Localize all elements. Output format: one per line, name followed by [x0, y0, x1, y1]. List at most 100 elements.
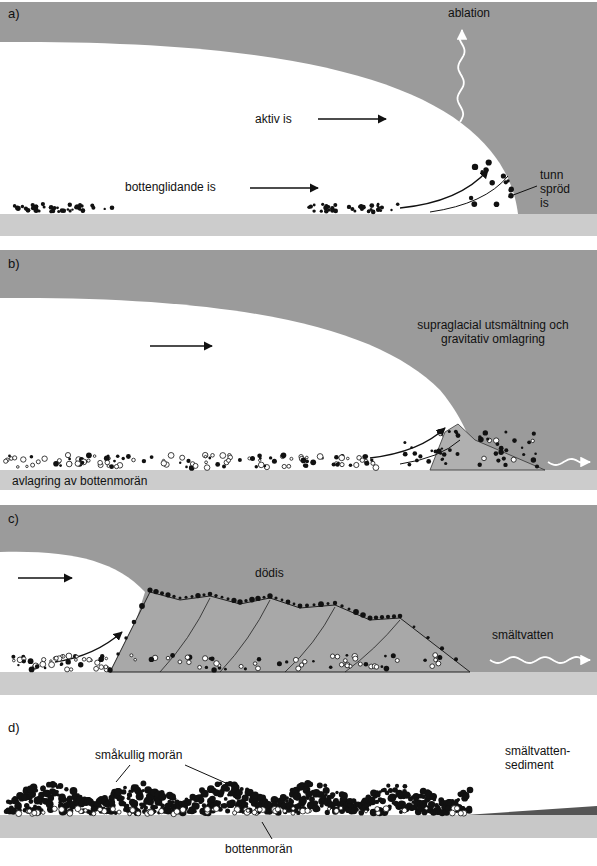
clast-hollow — [75, 659, 78, 662]
debris-dots — [4, 30, 590, 817]
clast-hollow — [383, 806, 389, 812]
clast — [441, 458, 444, 461]
clast — [49, 210, 53, 214]
clast — [502, 457, 506, 461]
clast — [11, 655, 15, 659]
clast — [225, 808, 230, 813]
clast — [398, 614, 403, 619]
clast — [283, 810, 288, 815]
clast — [340, 792, 348, 800]
clast — [501, 173, 506, 178]
clast — [43, 790, 50, 797]
clast — [73, 654, 77, 658]
clast — [31, 206, 35, 210]
clast-hollow — [130, 808, 135, 813]
clast — [250, 456, 255, 461]
clast — [444, 462, 447, 465]
clast-hollow — [330, 654, 334, 658]
clast — [486, 437, 489, 440]
clast-hollow — [291, 807, 295, 811]
clast-hollow — [42, 658, 46, 662]
clast — [255, 465, 258, 468]
clast-hollow — [94, 666, 99, 671]
clast — [78, 206, 81, 209]
clast — [171, 800, 174, 803]
clast-hollow — [17, 466, 20, 469]
shear-plane — [160, 598, 400, 672]
clast-hollow — [339, 455, 345, 461]
clast — [463, 793, 470, 800]
ice-sheet — [0, 42, 518, 214]
clast — [127, 792, 132, 797]
clast — [426, 636, 429, 639]
clast — [214, 594, 217, 597]
clast — [403, 441, 406, 444]
clast — [158, 793, 166, 801]
clast — [315, 807, 320, 812]
clast — [69, 209, 72, 212]
clast — [219, 782, 223, 786]
clast-hollow — [374, 665, 379, 670]
clast — [208, 457, 211, 460]
clast-hollow — [134, 658, 137, 661]
clast-hollow — [347, 457, 350, 460]
clast — [483, 167, 488, 172]
clast — [330, 792, 335, 797]
clast-hollow — [205, 807, 211, 813]
clast — [392, 614, 396, 618]
clast — [301, 458, 307, 464]
clast — [386, 615, 390, 619]
shear-arrow — [55, 632, 122, 662]
clast — [323, 783, 327, 787]
clast-hollow — [252, 810, 257, 815]
clast — [244, 667, 247, 670]
clast — [310, 459, 316, 465]
clast — [81, 461, 85, 465]
clast — [31, 793, 35, 797]
clast — [139, 603, 145, 609]
clast — [244, 599, 247, 602]
clast — [346, 654, 349, 657]
clast — [42, 786, 45, 789]
clast — [304, 464, 309, 469]
clast — [329, 666, 333, 670]
clast — [81, 208, 85, 212]
clast — [408, 463, 412, 467]
clast — [185, 596, 188, 599]
clast — [317, 782, 323, 788]
clast — [179, 597, 182, 600]
clast — [57, 783, 63, 789]
clast — [203, 806, 210, 813]
clast — [305, 603, 309, 607]
clast — [124, 636, 127, 639]
clast — [471, 201, 477, 207]
clast — [16, 801, 19, 804]
clast — [191, 595, 194, 598]
panel-letter: b) — [8, 256, 20, 271]
panel-background — [0, 250, 597, 490]
clast-hollow — [395, 659, 399, 663]
clast — [367, 210, 371, 214]
clast — [281, 599, 284, 602]
clast — [410, 446, 413, 449]
clast — [467, 787, 474, 794]
clast — [68, 203, 72, 207]
clast — [66, 659, 71, 664]
clast — [165, 592, 170, 597]
clast — [289, 798, 292, 801]
clast — [323, 787, 330, 794]
clast — [195, 593, 200, 598]
clast — [272, 459, 277, 464]
clast-hollow — [214, 661, 219, 666]
clast-hollow — [180, 807, 186, 813]
clast — [115, 788, 122, 795]
clast-hollow — [57, 459, 61, 463]
clast-hollow — [353, 656, 358, 661]
clast — [173, 797, 176, 800]
clast — [455, 431, 458, 434]
clast — [221, 596, 224, 599]
clast — [472, 164, 478, 170]
clast — [59, 464, 62, 467]
clast-hollow — [99, 665, 104, 670]
clast — [369, 203, 374, 208]
